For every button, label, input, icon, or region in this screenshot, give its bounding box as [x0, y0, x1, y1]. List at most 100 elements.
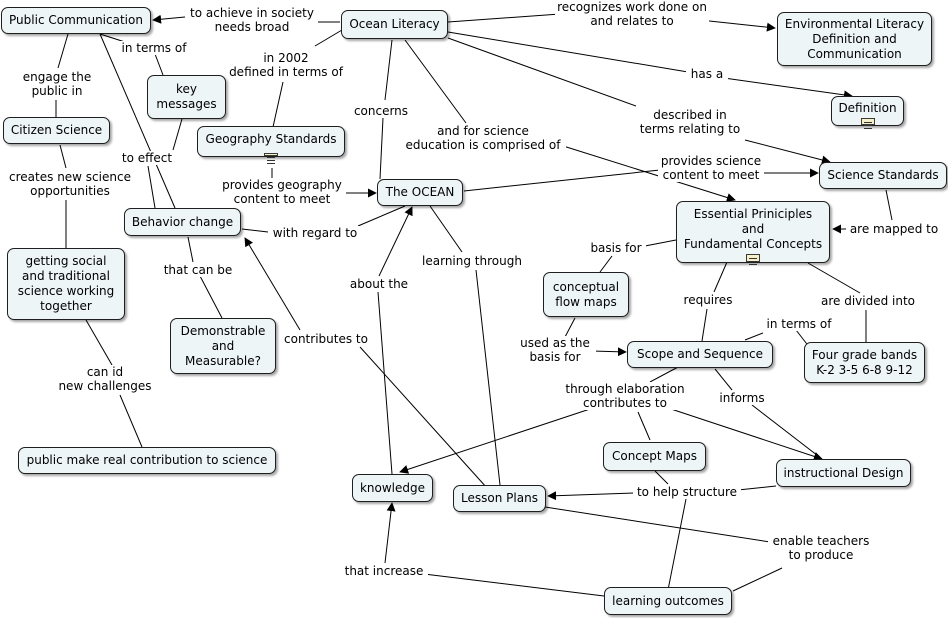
line-knowledge-aboutthe	[377, 291, 393, 475]
line-learning-lesson	[475, 269, 501, 486]
line-conceptmaps-helpstructure	[654, 470, 669, 485]
line-usedas-scope	[591, 347, 627, 357]
link-label-enable-teachers: enable teachers to produce	[768, 534, 874, 562]
link-label-to-achieve: to achieve in society needs broad	[186, 6, 318, 34]
link-label-can-id: can id new challenges	[54, 365, 156, 393]
node-definition[interactable]: Definition	[831, 96, 904, 126]
line-behavior-thatcanbe	[187, 236, 194, 263]
link-label-informs: informs	[716, 391, 768, 405]
line-ocean-providesscience	[463, 169, 661, 192]
node-learning-outcomes[interactable]: learning outcomes	[604, 587, 732, 615]
link-label-and-for-science: and for science education is comprised o…	[400, 124, 566, 152]
line-ocean-learning	[429, 205, 463, 253]
node-citizen-science[interactable]: Citizen Science	[3, 117, 110, 144]
line-lesson-enable	[544, 506, 771, 543]
line-toeffect-behavior	[147, 165, 156, 209]
line-lesson-contributes	[359, 346, 488, 489]
link-label-provides-science: provides science content to meet	[658, 154, 764, 182]
line-essential-basisfor	[644, 239, 677, 247]
node-demonstrable[interactable]: Demonstrable and Measurable?	[170, 318, 276, 374]
line-described-science	[744, 139, 831, 165]
line-to-achieve-publiccomm	[152, 14, 186, 24]
node-behavior-change[interactable]: Behavior change	[124, 208, 241, 236]
node-environmental-literacy[interactable]: Environmental Literacy Definition and Co…	[777, 12, 932, 66]
line-oceanlit-described	[447, 37, 637, 107]
line-essential-requires	[713, 261, 728, 293]
node-concept-maps[interactable]: Concept Maps	[603, 442, 706, 471]
line-enable-outcomes	[732, 567, 783, 592]
link-label-are-mapped-to: are mapped to	[846, 222, 942, 236]
link-label-that-increase: that increase	[340, 564, 428, 578]
line-social-canid	[85, 319, 113, 366]
line-withregard-ocean	[357, 205, 406, 227]
link-label-contributes-to: contributes to	[280, 332, 372, 346]
line-publiccomm-behavior	[99, 33, 176, 209]
link-label-used-as: used as the basis for	[514, 336, 596, 364]
line-outcomes-thatincrease	[423, 573, 605, 597]
line-publiccomm-interms	[99, 33, 126, 43]
line-outcomes-helpstructure	[667, 498, 687, 591]
link-label-in-2002: in 2002 defined in terms of	[226, 51, 346, 79]
node-knowledge[interactable]: knowledge	[352, 474, 433, 502]
line-helpstructure-lesson	[547, 491, 635, 501]
node-lesson-plans[interactable]: Lesson Plans	[453, 485, 546, 512]
node-getting-social[interactable]: getting social and traditional science w…	[7, 248, 125, 320]
link-label-creates: creates new science opportunities	[3, 170, 137, 198]
line-scope-elaboration	[649, 365, 681, 383]
link-label-to-effect: to effect	[118, 151, 176, 165]
line-canid-public	[119, 394, 143, 448]
line-requires-scope	[701, 308, 708, 342]
document-icon[interactable]	[860, 118, 875, 125]
line-scope-informs	[714, 368, 733, 391]
link-label-has-a: has a	[686, 67, 728, 81]
node-conceptual-flow-maps[interactable]: conceptual flow maps	[543, 272, 629, 317]
node-ocean-literacy[interactable]: Ocean Literacy	[341, 10, 448, 39]
line-essential-divided	[807, 262, 861, 294]
line-citizen-creates	[59, 144, 67, 169]
document-icon[interactable]	[264, 153, 278, 158]
line-interms-keymsg	[154, 53, 164, 76]
line-oceanlit-forscience	[404, 39, 467, 124]
node-instructional-design[interactable]: instructional Design	[776, 459, 911, 487]
line-oceanlit-in2002	[314, 29, 343, 47]
line-in2002-geo	[272, 81, 284, 128]
node-public-communication[interactable]: Public Communication	[1, 7, 151, 34]
link-label-described-in: described in terms relating to	[630, 108, 750, 136]
line-basisfor-flowmaps	[599, 255, 613, 273]
link-label-are-divided-into: are divided into	[816, 294, 920, 308]
link-label-provides-geography: provides geography content to meet	[218, 178, 346, 206]
link-label-recognizes: recognizes work done on and relates to	[555, 0, 709, 28]
link-label-in-terms-of-2: in terms of	[762, 317, 836, 331]
node-geography-standards[interactable]: Geography Standards	[197, 126, 345, 158]
document-icon[interactable]	[746, 254, 760, 262]
line-recognizes-envlit	[699, 19, 776, 32]
node-the-ocean[interactable]: The OCEAN	[377, 179, 463, 206]
line-hasa-definition	[723, 77, 853, 100]
node-public-contribution[interactable]: public make real contribution to science	[18, 447, 276, 474]
line-instructional-helpstructure	[737, 485, 777, 491]
node-key-messages[interactable]: key messages	[147, 75, 226, 119]
line-oceanlit-recognizes	[447, 13, 561, 23]
link-label-in-terms-of-1: in terms of	[117, 41, 191, 55]
link-label-learning-through: learning through	[418, 254, 526, 268]
line-keymsg-toeffect	[172, 118, 183, 151]
node-essential-principles[interactable]: Essential Priniciples and Fundamental Co…	[676, 201, 830, 263]
line-elaboration-knowledge	[399, 406, 597, 474]
node-science-standards[interactable]: Science Standards	[819, 162, 947, 189]
node-four-grade-bands[interactable]: Four grade bands K-2 3-5 6-8 9-12	[804, 342, 925, 383]
node-scope-and-sequence[interactable]: Scope and Sequence	[627, 341, 773, 368]
link-label-basis-for: basis for	[586, 241, 646, 255]
line-forscience-essential	[559, 144, 736, 202]
link-label-with-regard-to: with regard to	[268, 226, 362, 240]
line-thatcanbe-demo	[199, 275, 223, 319]
line-flowmaps-usedas	[564, 317, 576, 338]
link-label-about-the: about the	[346, 277, 412, 291]
line-contributes-behavior	[244, 237, 301, 331]
line-scope-interms	[744, 332, 764, 341]
link-label-concerns: concerns	[350, 104, 412, 118]
link-label-engage: engage the public in	[18, 70, 96, 98]
line-oceanlit-hasa	[447, 31, 689, 73]
link-label-through-elaboration: through elaboration contributes to	[560, 382, 690, 410]
line-science-mapped	[885, 189, 893, 221]
